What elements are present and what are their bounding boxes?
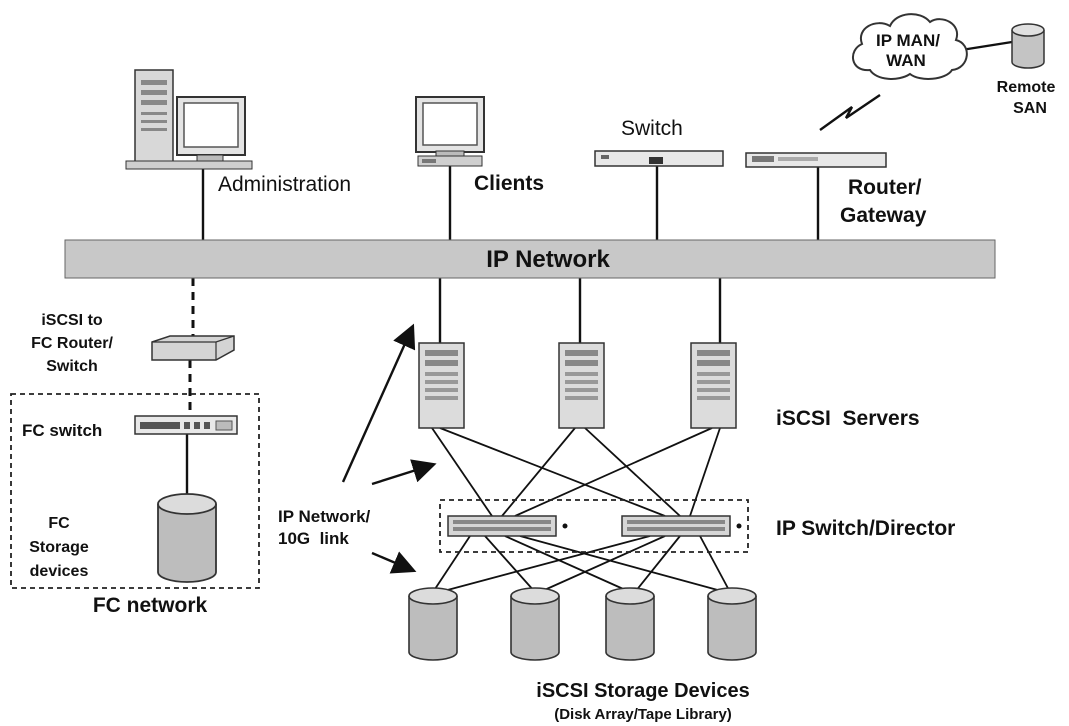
remote-label-line1: Remote (997, 79, 1056, 96)
iscsi-server-3-icon (690, 342, 737, 429)
ip-network-label: IP Network (486, 246, 610, 273)
administration-label: Administration (218, 173, 351, 196)
server-switch-mesh (431, 427, 721, 517)
iscsi-fc-label-line3: Switch (46, 358, 98, 375)
fc-switch-label: FC switch (22, 421, 102, 440)
connection-lines (185, 40, 1013, 593)
router-gateway-icon (745, 152, 887, 168)
iscsi-storage-1-icon (408, 587, 458, 661)
router-label-line1: Router/ (848, 176, 922, 199)
clients-label: Clients (474, 172, 544, 195)
wireless-link-icon (819, 94, 881, 131)
ip-man-wan-cloud-icon (852, 13, 968, 80)
storage-subtitle-label: (Disk Array/Tape Library) (554, 706, 732, 723)
fc-storage-label-line2: Storage (29, 539, 89, 556)
iscsi-servers-label: iSCSI Servers (776, 407, 920, 430)
ip-switch-director-boundary (439, 499, 749, 553)
switch-storage-mesh (432, 535, 731, 593)
remote-label-line2: SAN (1013, 100, 1047, 117)
fc-storage-cylinder-icon (157, 493, 217, 583)
fc-network-boundary (10, 393, 260, 589)
iscsi-fc-router-icon (151, 335, 235, 361)
arrow-to-storage-links (371, 551, 417, 574)
router-label-line2: Gateway (840, 204, 927, 227)
iscsi-storage-4-icon (707, 587, 757, 661)
arrow-up-to-servers (341, 323, 416, 483)
arrow-to-server-links (371, 459, 437, 486)
ip-network-backbone (64, 239, 996, 279)
switch-label: Switch (621, 117, 683, 140)
storage-title-label: iSCSI Storage Devices (536, 680, 749, 702)
ip-switch-1-icon (447, 515, 568, 537)
ip-switch-2-icon (621, 515, 742, 537)
iscsi-server-2-icon (558, 342, 605, 429)
ip-switch-director-label: IP Switch/Director (776, 517, 955, 540)
iscsi-fc-label-line2: FC Router/ (31, 335, 113, 352)
iscsi-storage-3-icon (605, 587, 655, 661)
fc-network-label: FC network (93, 594, 208, 617)
clients-workstation-icon (415, 96, 485, 167)
fc-switch-icon (134, 415, 238, 435)
ipman-label-line1: IP MAN/ (876, 31, 940, 50)
ip-link-label-line1: IP Network/ (278, 507, 371, 526)
ip-link-label-line2: 10G link (278, 529, 349, 548)
administration-workstation-icon (125, 69, 253, 170)
switch-device-icon (594, 150, 724, 167)
iscsi-storage-2-icon (510, 587, 560, 661)
remote-san-storage-icon (1011, 23, 1045, 69)
iscsi-server-1-icon (418, 342, 465, 429)
iscsi-fc-label-line1: iSCSI to (41, 312, 103, 329)
fc-storage-label-line1: FC (48, 515, 70, 532)
fc-storage-label-line3: devices (30, 563, 89, 580)
ipman-label-line2: WAN (886, 51, 926, 70)
